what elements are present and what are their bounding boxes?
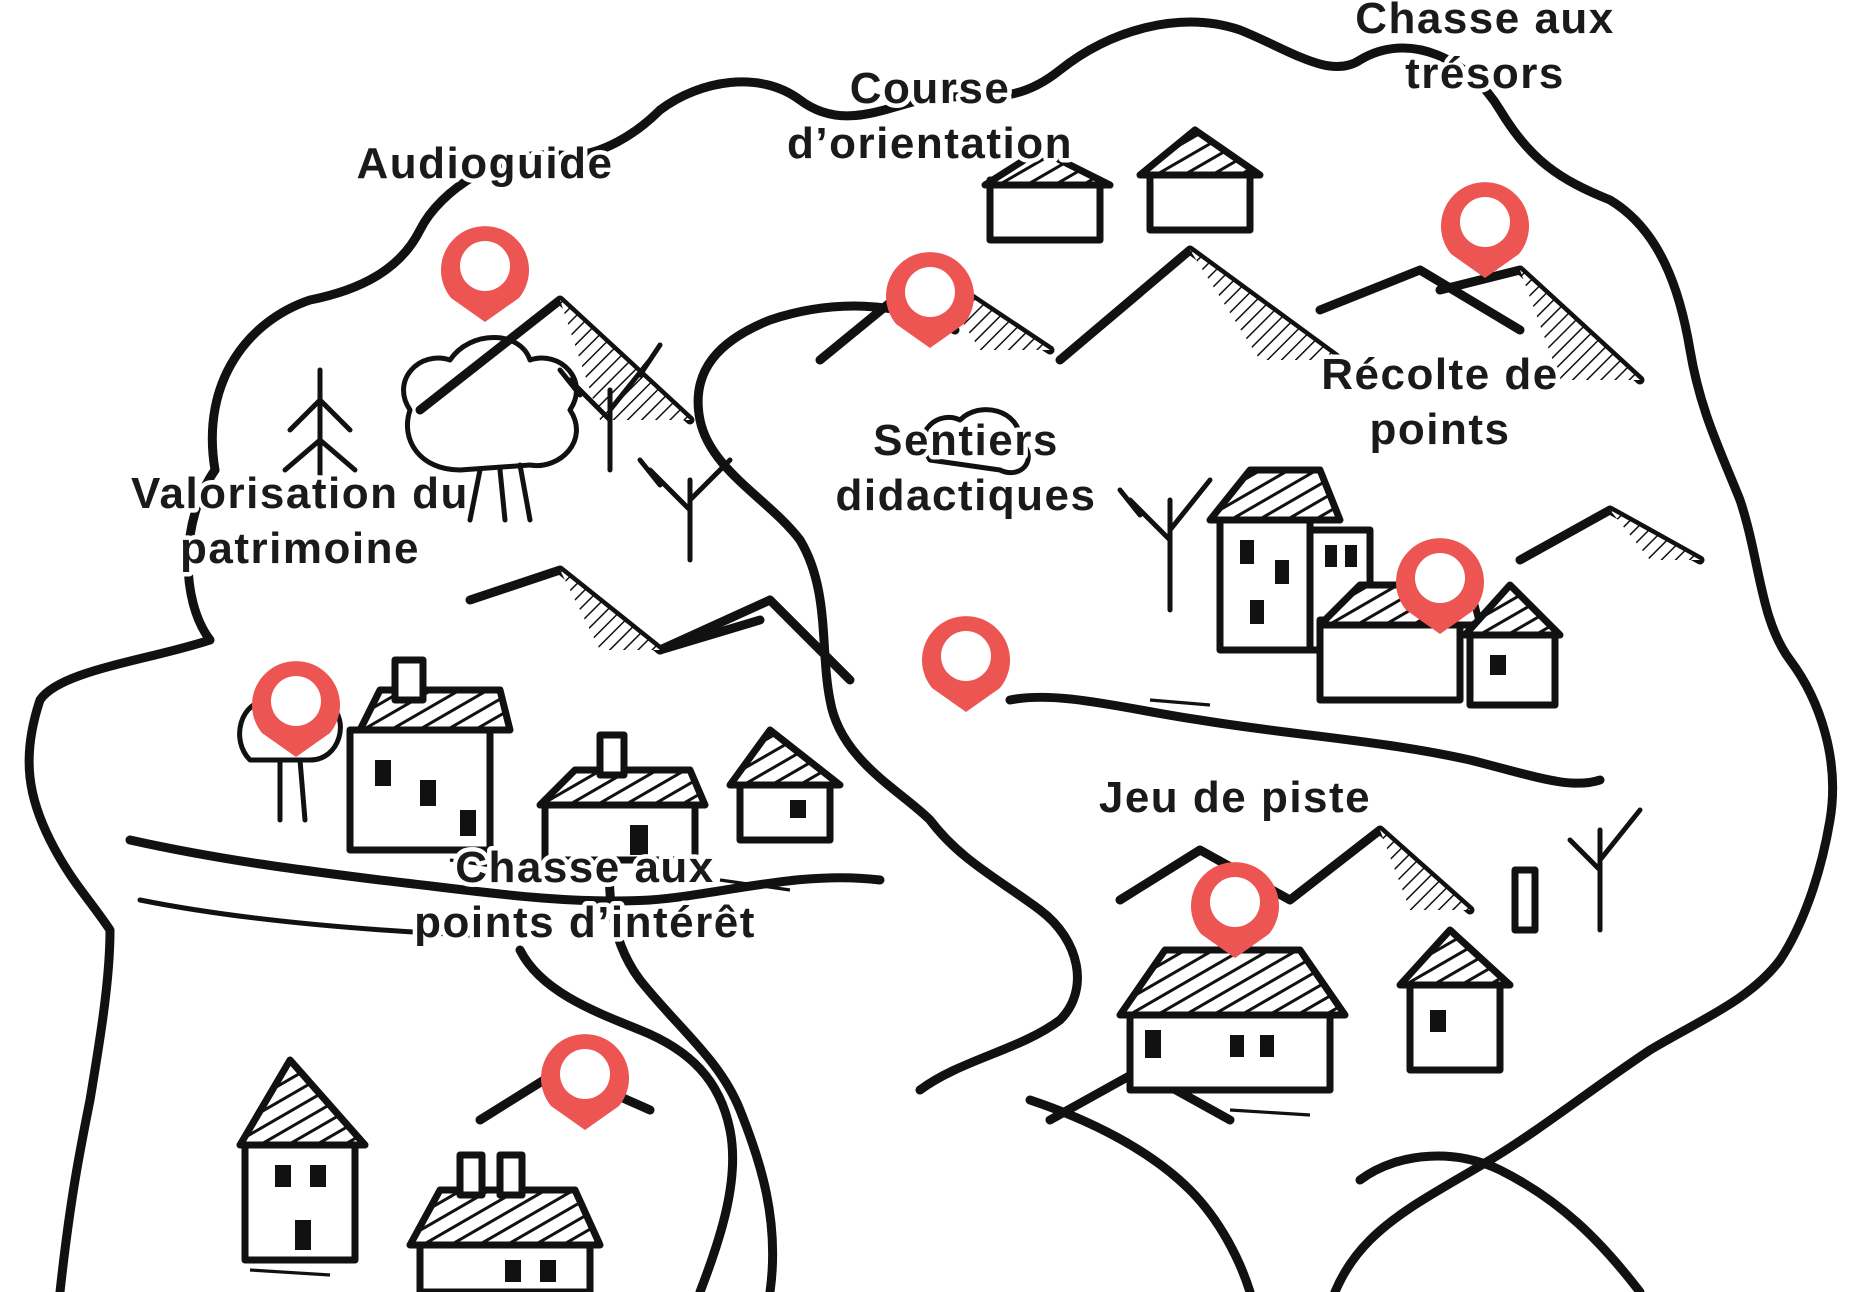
stream-west-2	[137, 897, 473, 938]
location-label-line: Jeu de piste	[1099, 773, 1371, 822]
map-pin-icon[interactable]	[1441, 182, 1529, 278]
house-piste-1	[1116, 946, 1349, 1094]
location-label: Récolte de points	[1321, 350, 1559, 454]
hatching	[249, 698, 1311, 1277]
river-bank-south	[1005, 692, 1605, 788]
location-valorisation-patrimoine[interactable]: Valorisation du patrimoine	[127, 465, 472, 757]
house-recolte-4	[1461, 581, 1564, 709]
map-pin-icon[interactable]	[252, 661, 340, 757]
location-audioguide[interactable]: Audioguide	[352, 135, 616, 322]
location-label: Sentiers didactiques	[836, 416, 1097, 520]
house-patrimoine-3	[726, 726, 844, 844]
location-label-line: didactiques	[836, 471, 1097, 520]
lake-south-2	[1025, 1095, 1255, 1292]
location-label-line: trésors	[1405, 49, 1565, 98]
location-chasse-tresors[interactable]: Chasse aux trésors	[1351, 0, 1618, 278]
house-interet-1	[236, 1056, 369, 1264]
location-label: Audioguide	[357, 139, 614, 188]
map-pin-icon[interactable]	[1191, 862, 1279, 958]
river-bank-north	[693, 301, 1082, 1095]
house-piste-2	[1396, 866, 1539, 1074]
mountains	[415, 245, 1705, 1125]
location-label: Chasse aux points d’intérêt	[414, 843, 756, 947]
map-pin-icon[interactable]	[441, 226, 529, 322]
location-label-line: points	[1370, 405, 1511, 454]
location-sentiers-didactiques[interactable]: Sentiers didactiques	[831, 412, 1100, 712]
location-label-line: d’orientation	[787, 119, 1073, 168]
house-interet-2	[406, 1151, 604, 1292]
location-label: Chasse aux trésors	[1355, 0, 1615, 98]
map-pin-icon[interactable]	[1395, 538, 1484, 634]
house-top-2	[981, 146, 1114, 244]
house-top-1	[1136, 126, 1264, 234]
island-outline-west	[24, 465, 220, 1292]
location-recolte-points[interactable]: Récolte de points	[1317, 346, 1562, 634]
location-label-line: points d’intérêt	[414, 898, 756, 947]
location-label-line: Chasse aux	[455, 843, 715, 892]
location-chasse-points-interet[interactable]: Chasse aux points d’intérêt	[410, 839, 759, 1130]
river-main-east	[515, 945, 738, 1292]
map-pin-icon[interactable]	[541, 1034, 630, 1130]
map-pin-icon[interactable]	[886, 252, 974, 348]
location-label: Valorisation du patrimoine	[131, 469, 469, 573]
location-label-line: Chasse aux	[1355, 0, 1615, 43]
location-label-line: patrimoine	[180, 524, 420, 573]
house-patrimoine-2	[536, 731, 709, 864]
location-label: Jeu de piste	[1099, 773, 1371, 822]
island-outline	[207, 17, 1838, 1292]
location-label-line: Audioguide	[357, 139, 614, 188]
house-recolte-1	[1206, 466, 1344, 654]
house-patrimoine-1	[346, 656, 514, 854]
lake-south	[1355, 1151, 1645, 1292]
location-label-line: Course	[850, 64, 1011, 113]
location-label: Course d’orientation	[787, 64, 1073, 168]
location-label-line: Récolte de	[1321, 350, 1559, 399]
location-label-line: Valorisation du	[131, 469, 469, 518]
map-pin-icon[interactable]	[922, 616, 1010, 712]
location-course-orientation[interactable]: Course d’orientation	[783, 60, 1076, 348]
location-jeu-de-piste[interactable]: Jeu de piste	[1094, 769, 1374, 958]
location-label-line: Sentiers	[873, 416, 1059, 465]
